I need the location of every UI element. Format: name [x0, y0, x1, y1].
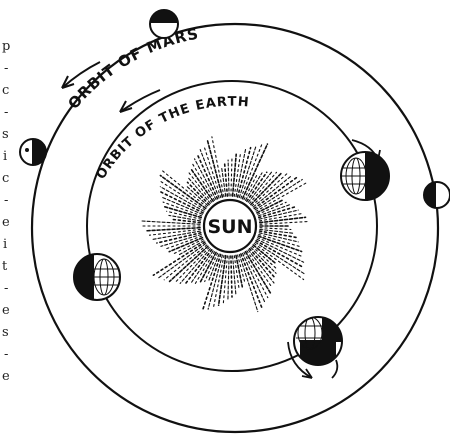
sun-ray	[258, 236, 301, 251]
margin-glyph: -	[4, 347, 8, 362]
margin-glyph: -	[4, 105, 8, 120]
mars-planet	[150, 10, 178, 38]
sun-label: SUN	[207, 216, 252, 238]
sun-ray	[203, 255, 221, 311]
margin-glyph: s	[2, 325, 9, 340]
margin-glyph: p	[2, 39, 10, 54]
sun-ray	[204, 145, 221, 197]
mars-planet	[424, 182, 450, 208]
sun-ray	[231, 256, 232, 297]
sun-ray	[239, 146, 256, 197]
margin-glyph: s	[2, 127, 9, 142]
margin-glyph: i	[3, 237, 7, 252]
sun-ray	[161, 170, 207, 207]
margin-glyph: -	[4, 281, 8, 296]
earth-direction-arrow	[120, 90, 160, 112]
earth-planet	[74, 254, 120, 300]
sun-ray	[228, 256, 229, 300]
margin-glyph: e	[2, 215, 10, 230]
margin-glyph: e	[2, 303, 10, 318]
margin-glyph: t	[2, 259, 8, 274]
sun-ray	[170, 246, 208, 281]
left-margin-text: p - c - s i c - e i t - e s - e	[2, 39, 10, 384]
sun-ray	[231, 157, 232, 196]
margin-glyph: c	[2, 171, 9, 186]
sun-ray	[260, 228, 291, 230]
sun-ray	[228, 160, 229, 196]
margin-glyph: -	[4, 193, 8, 208]
sun-ray	[219, 256, 226, 306]
margin-glyph: i	[3, 149, 7, 164]
earth-planet	[341, 152, 389, 200]
margin-glyph: c	[2, 83, 9, 98]
mars-planet	[20, 139, 46, 165]
sun-ray	[243, 144, 268, 199]
margin-glyph: -	[4, 61, 8, 76]
sun-ray	[255, 242, 304, 273]
sun-ray	[146, 228, 200, 231]
mars-orbit-label: ORBIT OF MARS	[64, 24, 200, 112]
margin-glyph: e	[2, 369, 10, 384]
